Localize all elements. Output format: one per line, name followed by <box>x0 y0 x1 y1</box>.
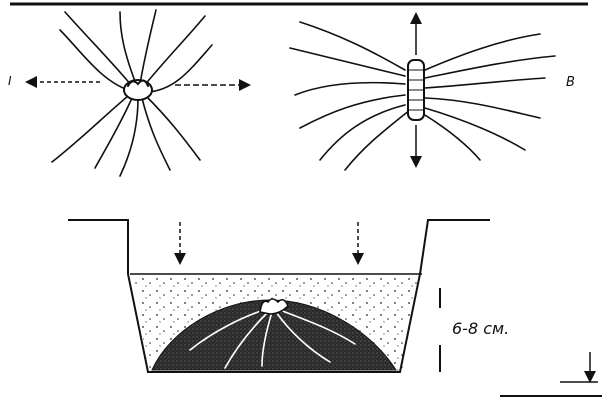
seedling-vertical <box>290 22 555 170</box>
label-left: I <box>8 74 12 88</box>
label-right: B <box>566 75 575 90</box>
depth-label: 6-8 см. <box>452 319 509 338</box>
seedling-radial <box>52 10 212 176</box>
